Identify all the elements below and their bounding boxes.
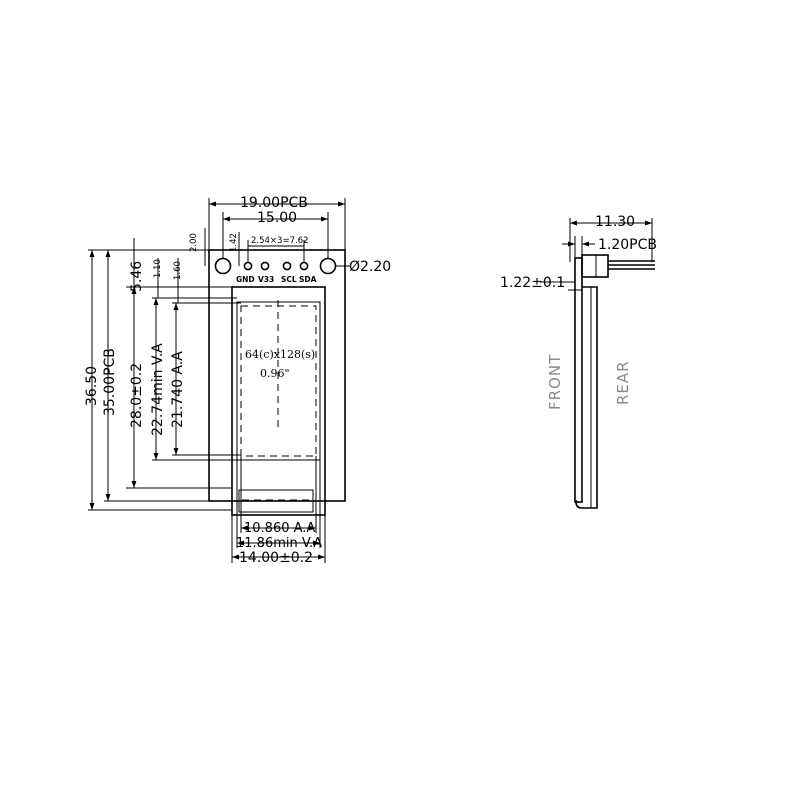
- side-view: 11.30 1.20PCB 1.22±0.1 FRONT REAR: [500, 214, 657, 509]
- pin-label-v33: V33: [258, 275, 274, 284]
- header-body: [595, 254, 609, 278]
- pin-label-gnd: GND: [236, 275, 255, 284]
- dim-left-1-10: 1.10: [153, 259, 163, 278]
- header-connector: [581, 254, 609, 278]
- dim-top-1-42: 1.42: [229, 233, 239, 252]
- pin-hole-sda: [299, 261, 309, 271]
- dim-side-pcb-thickness: 1.20PCB: [598, 237, 657, 253]
- mount-hole-right: [319, 257, 337, 275]
- dim-top-2-00: 2.00: [189, 233, 199, 252]
- pin-hole-gnd: [243, 261, 253, 271]
- mount-hole-left: [214, 257, 232, 275]
- dim-glass-width: 14.00±0.2: [239, 550, 313, 566]
- dim-side-glass-thickness: 1.22±0.1: [500, 275, 565, 291]
- dim-total-height: 36.50: [84, 366, 100, 406]
- dim-side-thickness: 11.30: [595, 214, 635, 230]
- pin-label-scl: SCL: [281, 275, 297, 284]
- glass-outline: [231, 286, 326, 516]
- pin-hole-v33: [260, 261, 270, 271]
- dim-outline-width: 15.00: [257, 210, 297, 226]
- dim-aa-width: 10.860 A.A: [244, 521, 315, 536]
- side-glass: [575, 286, 598, 509]
- pin-label-sda: SDA: [299, 275, 317, 284]
- dim-va-height: 22.74min V.A: [150, 343, 166, 436]
- fpc-tail: [238, 489, 314, 513]
- screen-resolution-note: 64(c)x128(s): [245, 348, 315, 361]
- dim-left-5-46: 5.46: [129, 261, 145, 292]
- screen-size-note: 0.96": [260, 367, 290, 380]
- dim-hole-dia: Ø2.20: [349, 259, 391, 275]
- dim-pin-pitch: 2.54×3=7.62: [251, 236, 309, 246]
- dim-glass-height: 28.0±0.2: [129, 363, 145, 428]
- pin-hole-scl: [282, 261, 292, 271]
- dim-va-width: 11.86min V.A: [236, 536, 322, 551]
- pcb-outline: [208, 249, 346, 502]
- side-label-rear: REAR: [614, 360, 632, 405]
- side-label-front: FRONT: [546, 354, 564, 410]
- dim-left-1-60: 1.60: [173, 261, 183, 280]
- dim-pcb-width: 19.00PCB: [240, 195, 308, 211]
- dim-aa-height: 21.740 A.A: [170, 351, 186, 428]
- front-view: GND V33 SCL SDA 19.00PCB 15.00 2.54×3=7.…: [84, 195, 391, 566]
- side-pcb: [574, 257, 583, 503]
- dim-pcb-height: 35.00PCB: [102, 348, 118, 416]
